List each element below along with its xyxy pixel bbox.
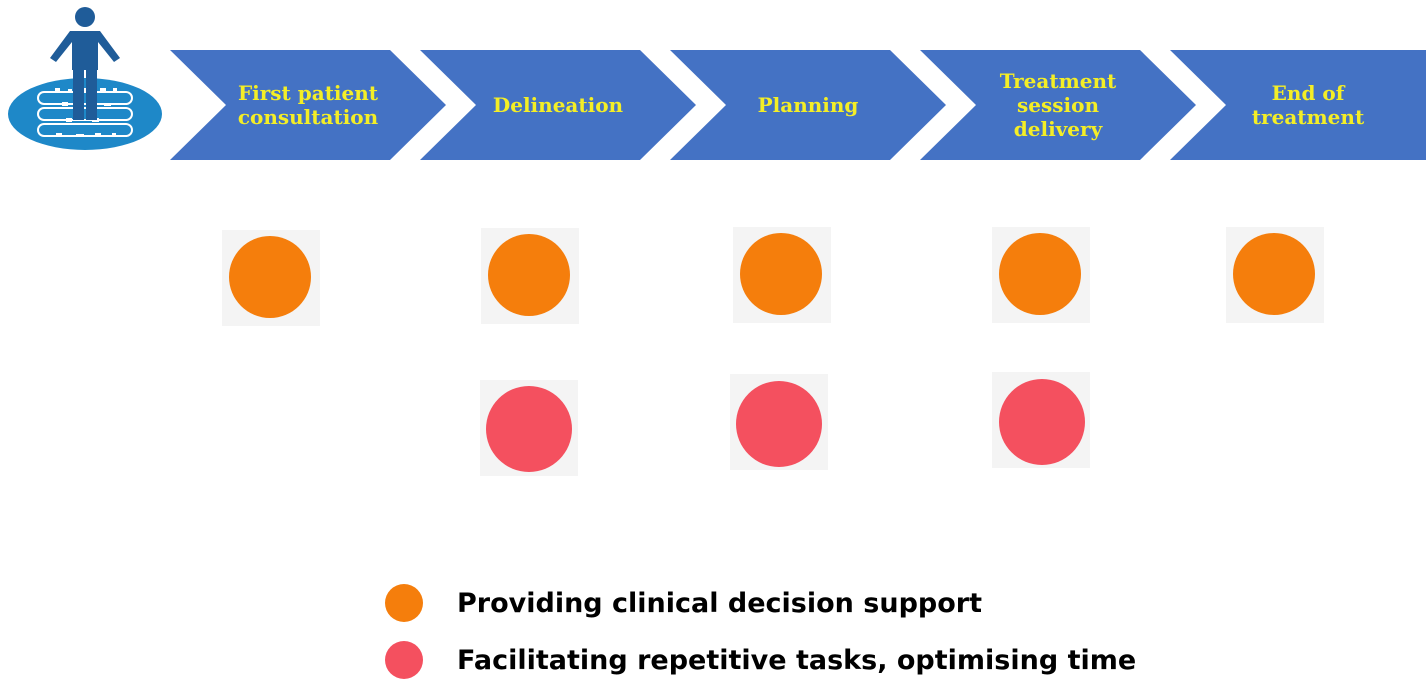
repetitive-tasks-dot-step-3 — [736, 381, 822, 467]
step-label-planning: Planning — [757, 93, 859, 117]
repetitive-tasks-dot-step-4 — [999, 379, 1085, 465]
chevron-step-5 — [1170, 50, 1426, 160]
chevron-step-3 — [670, 50, 946, 160]
legend-item-decision-support: Providing clinical decision support — [385, 584, 982, 622]
legend-label-decision-support: Providing clinical decision support — [457, 587, 983, 619]
step-label-treatment-session-delivery: Treatment session delivery — [999, 69, 1117, 141]
decision-support-dot-step-5 — [1233, 233, 1315, 315]
decision-support-dot-step-4 — [999, 233, 1081, 315]
patient-icon — [8, 7, 162, 150]
step-label-end-of-treatment: End of treatment — [1251, 81, 1365, 129]
step-label-first-patient-consultation: First patient consultation — [237, 81, 379, 129]
legend-swatch-orange — [385, 584, 423, 622]
process-flow — [170, 50, 1426, 160]
step-label-delineation: Delineation — [492, 93, 624, 117]
chevron-step-4 — [920, 50, 1196, 160]
decision-support-dot-step-3 — [740, 233, 822, 315]
repetitive-tasks-dot-step-2 — [486, 386, 572, 472]
legend-label-repetitive-tasks: Facilitating repetitive tasks, optimisin… — [457, 644, 1137, 676]
legend-swatch-red — [385, 641, 423, 679]
legend-item-repetitive-tasks: Facilitating repetitive tasks, optimisin… — [385, 641, 1136, 679]
decision-support-dot-step-1 — [229, 236, 311, 318]
chevron-step-2 — [420, 50, 696, 160]
chevron-step-1 — [170, 50, 446, 160]
decision-support-dot-step-2 — [488, 234, 570, 316]
